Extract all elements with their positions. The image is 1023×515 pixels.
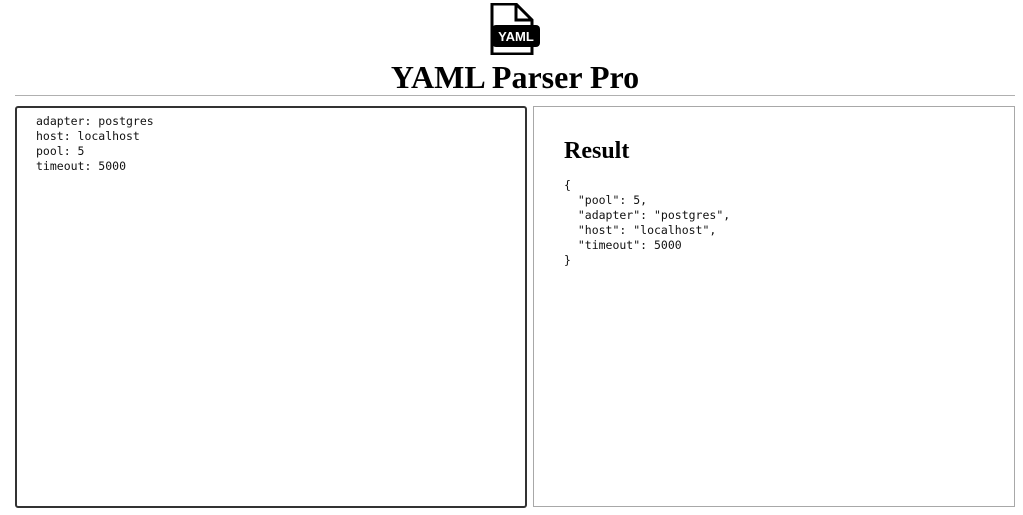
- result-output: { "pool": 5, "adapter": "postgres", "hos…: [564, 178, 731, 267]
- result-panel: Result { "pool": 5, "adapter": "postgres…: [533, 106, 1015, 507]
- yaml-input[interactable]: [15, 106, 527, 508]
- svg-text:YAML: YAML: [498, 29, 534, 44]
- header-divider: [15, 95, 1015, 96]
- page-title: YAML Parser Pro: [390, 59, 640, 95]
- result-heading: Result: [564, 138, 630, 164]
- yaml-file-icon: YAML: [488, 2, 542, 56]
